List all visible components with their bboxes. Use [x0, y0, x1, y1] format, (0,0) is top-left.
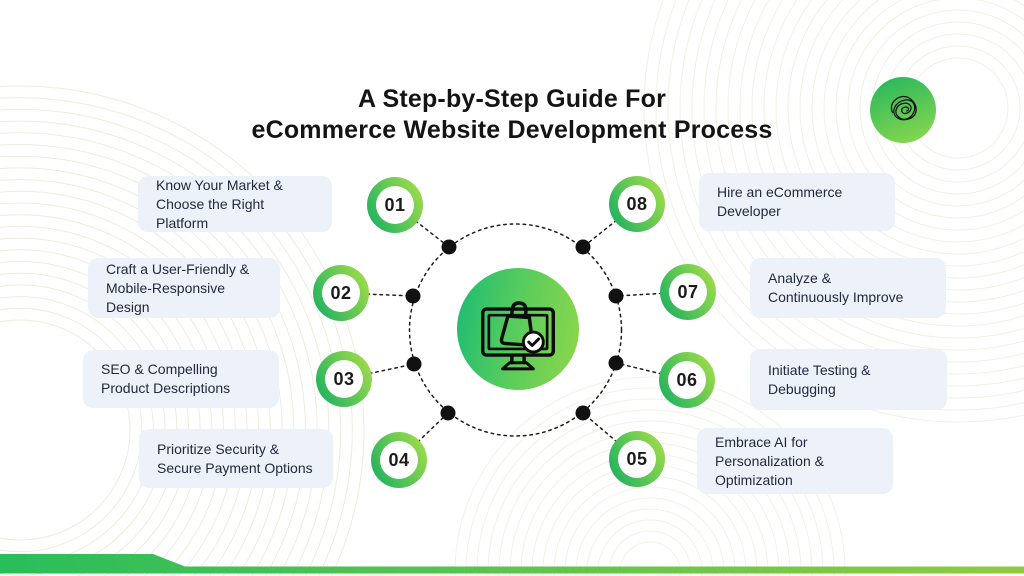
brand-logo — [870, 77, 936, 143]
label-line: Personalization & — [715, 452, 824, 469]
label-line: Secure Payment Options — [157, 459, 313, 476]
step-number: 01 — [384, 194, 406, 215]
step-number: 08 — [626, 193, 648, 214]
step-label-04: Prioritize Security & Secure Payment Opt… — [139, 429, 333, 488]
connector-02 — [340, 292, 414, 297]
node-dot — [575, 239, 591, 255]
arc-pattern-top-right — [643, 0, 1024, 423]
label-line: SEO & Compelling — [101, 361, 218, 377]
step-number: 04 — [388, 449, 410, 470]
step-label-05: Embrace AI for Personalization & Optimiz… — [697, 428, 893, 494]
label-line: Know Your Market & — [156, 176, 283, 193]
label-line: Initiate Testing & — [768, 361, 871, 378]
step-number: 03 — [333, 368, 355, 389]
center-ecommerce-disc — [457, 268, 579, 390]
label-line: Developer — [717, 203, 781, 219]
step-label-07: Analyze & Continuously Improve — [750, 258, 946, 318]
label-line: Optimization — [715, 471, 793, 488]
connector-07 — [615, 291, 689, 297]
connector-08 — [582, 203, 638, 248]
node-dot — [406, 356, 422, 372]
node-dot — [405, 288, 421, 304]
step-label-06: Initiate Testing & Debugging — [750, 349, 947, 410]
step-badge-04: 04 — [371, 432, 427, 488]
scribble-icon — [890, 95, 917, 121]
step-badge-07: 07 — [660, 264, 716, 320]
node-dot — [441, 239, 457, 255]
connector-01 — [394, 204, 450, 248]
step-number: 06 — [676, 369, 698, 390]
connector-05 — [582, 412, 638, 460]
label-line: Prioritize Security & — [157, 440, 280, 457]
step-badge-08: 08 — [609, 176, 665, 232]
node-dot — [575, 405, 591, 421]
connector-03 — [343, 363, 415, 380]
step-label-02: Craft a User-Friendly & Mobile-Responsiv… — [88, 258, 280, 318]
node-dot — [440, 405, 456, 421]
step-label-01: Know Your Market & Choose the Right Plat… — [138, 176, 332, 232]
label-line: Mobile-Responsive Design — [106, 279, 226, 315]
step-badge-03: 03 — [316, 351, 372, 407]
step-badge-01: 01 — [367, 177, 423, 233]
title-line-1: A Step-by-Step Guide For — [357, 85, 667, 113]
step-label-08: Hire an eCommerce Developer — [699, 173, 895, 231]
step-number: 07 — [677, 281, 699, 302]
label-line: Analyze & — [768, 270, 832, 286]
label-line: Embrace AI for — [715, 433, 808, 450]
label-line: Debugging — [768, 380, 836, 397]
monitor-shopping-bag-check-icon — [481, 301, 555, 371]
page-title: A Step-by-Step Guide For eCommerce Websi… — [0, 84, 1024, 146]
node-dot — [608, 288, 624, 304]
label-line: Choose the Right Platform — [156, 195, 265, 231]
step-number: 05 — [626, 448, 648, 469]
step-label-03: SEO & Compelling Product Descriptions — [83, 350, 279, 408]
label-line: Continuously Improve — [768, 289, 904, 305]
bottom-accent-band — [0, 554, 1024, 574]
label-line: Craft a User-Friendly & — [106, 260, 250, 277]
step-badge-05: 05 — [609, 431, 665, 487]
step-number: 02 — [330, 282, 352, 303]
label-line: Hire an eCommerce — [717, 184, 843, 200]
connector-04 — [398, 412, 449, 461]
step-badge-06: 06 — [659, 352, 715, 408]
dashed-hub-circle — [408, 223, 623, 437]
connector-06 — [615, 362, 688, 381]
title-line-2: eCommerce Website Development Process — [251, 116, 773, 144]
node-dot — [608, 355, 624, 371]
step-badge-02: 02 — [313, 265, 369, 321]
label-line: Product Descriptions — [101, 380, 231, 396]
